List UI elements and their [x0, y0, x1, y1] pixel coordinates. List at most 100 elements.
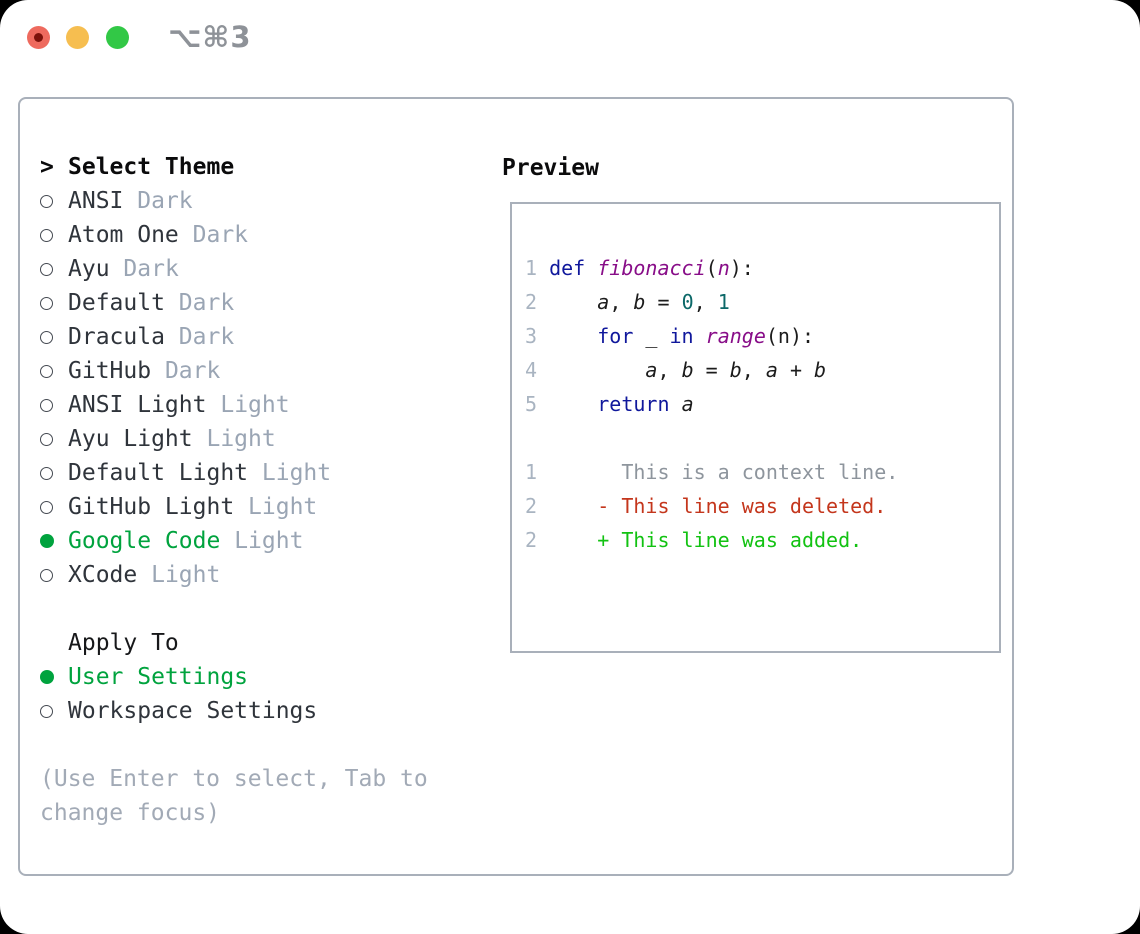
apply-option[interactable]: Workspace Settings: [40, 694, 490, 728]
code-token: def: [549, 256, 586, 280]
code-token: in: [669, 324, 694, 348]
theme-name: ANSI Light: [68, 392, 207, 418]
code-token: [585, 256, 597, 280]
theme-option[interactable]: GitHub Light Light: [40, 490, 490, 524]
theme-variant: Light: [248, 494, 318, 520]
code-token: [670, 392, 682, 416]
ring-icon: [40, 228, 53, 242]
code-line: 1 def fibonacci(n):: [525, 251, 999, 285]
code-token: a: [645, 358, 658, 382]
theme-option[interactable]: Default Dark: [40, 286, 490, 320]
radio-icon: [40, 262, 68, 276]
ring-icon: [40, 704, 53, 718]
theme-variant: Light: [206, 426, 276, 452]
line-number: 2: [525, 528, 538, 552]
code-token: b: [633, 290, 646, 314]
close-button[interactable]: [27, 26, 50, 49]
theme-name: Default: [68, 290, 165, 316]
line-number: 5: [525, 392, 550, 416]
zoom-button[interactable]: [106, 26, 129, 49]
theme-option[interactable]: Ayu Light Light: [40, 422, 490, 456]
code-token: ,: [693, 290, 718, 314]
code-token: _: [633, 324, 670, 348]
spacer: [40, 728, 490, 762]
theme-name: Google Code: [68, 528, 221, 554]
theme-name: Ayu: [68, 256, 110, 282]
theme-variant: Light: [220, 392, 290, 418]
theme-option[interactable]: Google Code Light: [40, 524, 490, 558]
theme-name: XCode: [68, 562, 138, 588]
diff-line-added: 2 + This line was added.: [525, 523, 999, 557]
code-token: 0: [681, 290, 694, 314]
close-dot-icon: [34, 33, 43, 42]
code-token: n: [717, 256, 730, 280]
ring-icon: [40, 500, 53, 514]
radio-icon: [40, 364, 68, 378]
radio-icon: [40, 500, 68, 514]
radio-icon: [40, 330, 68, 344]
code-token: b: [814, 358, 827, 382]
line-number: 3: [525, 324, 550, 348]
ring-icon: [40, 364, 53, 378]
theme-option[interactable]: Default Light Light: [40, 456, 490, 490]
line-number: 1: [525, 460, 538, 484]
code-token: ,: [657, 358, 682, 382]
blank-line: [525, 421, 999, 455]
code-token: fibonacci: [597, 256, 706, 280]
theme-option[interactable]: Ayu Dark: [40, 252, 490, 286]
code-token: [694, 324, 706, 348]
theme-name: GitHub: [68, 358, 152, 384]
select-theme-title: Select Theme: [68, 154, 235, 180]
theme-variant: Dark: [123, 256, 179, 282]
titlebar: ⌥⌘3: [0, 0, 1140, 74]
apply-to-title: Apply To: [68, 630, 179, 656]
code-token: b: [681, 358, 694, 382]
theme-name: GitHub Light: [68, 494, 235, 520]
line-number: 2: [525, 494, 538, 518]
diff-text: This is a context line.: [621, 460, 899, 484]
theme-variant: Light: [151, 562, 221, 588]
theme-name: Ayu Light: [68, 426, 193, 452]
code-token: (: [705, 256, 718, 280]
code-token: range: [705, 324, 766, 348]
code-token: +: [777, 358, 815, 382]
diff-line-deleted: 2 - This line was deleted.: [525, 489, 999, 523]
theme-name: ANSI: [68, 188, 124, 214]
code-token: b: [729, 358, 742, 382]
theme-option[interactable]: ANSI Light Light: [40, 388, 490, 422]
theme-variant: Light: [234, 528, 304, 554]
filled-dot-icon: [40, 670, 54, 684]
code-token: a: [765, 358, 778, 382]
line-number: 4: [525, 358, 550, 382]
ring-icon: [40, 330, 53, 344]
focus-caret-icon: >: [40, 154, 54, 180]
diff-preview: 1 This is a context line. 2 - This line w…: [525, 455, 999, 557]
radio-icon: [40, 296, 68, 310]
ring-icon: [40, 262, 53, 276]
code-line: 2 a, b = 0, 1: [525, 285, 999, 319]
code-line: 3 for _ in range(n):: [525, 319, 999, 353]
selected-radio-icon: [40, 534, 68, 548]
apply-option[interactable]: User Settings: [40, 660, 490, 694]
theme-option[interactable]: Dracula Dark: [40, 320, 490, 354]
diff-text: + This line was added.: [597, 528, 863, 552]
apply-option-label: User Settings: [68, 664, 249, 690]
ring-icon: [40, 398, 53, 412]
radio-icon: [40, 194, 68, 208]
radio-icon: [40, 568, 68, 582]
code-token: return: [597, 392, 670, 416]
theme-option[interactable]: XCode Light: [40, 558, 490, 592]
minimize-button[interactable]: [66, 26, 89, 49]
hint-line-2: change focus): [40, 800, 221, 826]
theme-option[interactable]: ANSI Dark: [40, 184, 490, 218]
diff-text: - This line was deleted.: [597, 494, 887, 518]
code-token: ):: [729, 256, 754, 280]
line-number: 2: [525, 290, 550, 314]
apply-to-header: Apply To: [40, 626, 490, 660]
theme-option[interactable]: GitHub Dark: [40, 354, 490, 388]
theme-option[interactable]: Atom One Dark: [40, 218, 490, 252]
theme-name: Default Light: [68, 460, 249, 486]
